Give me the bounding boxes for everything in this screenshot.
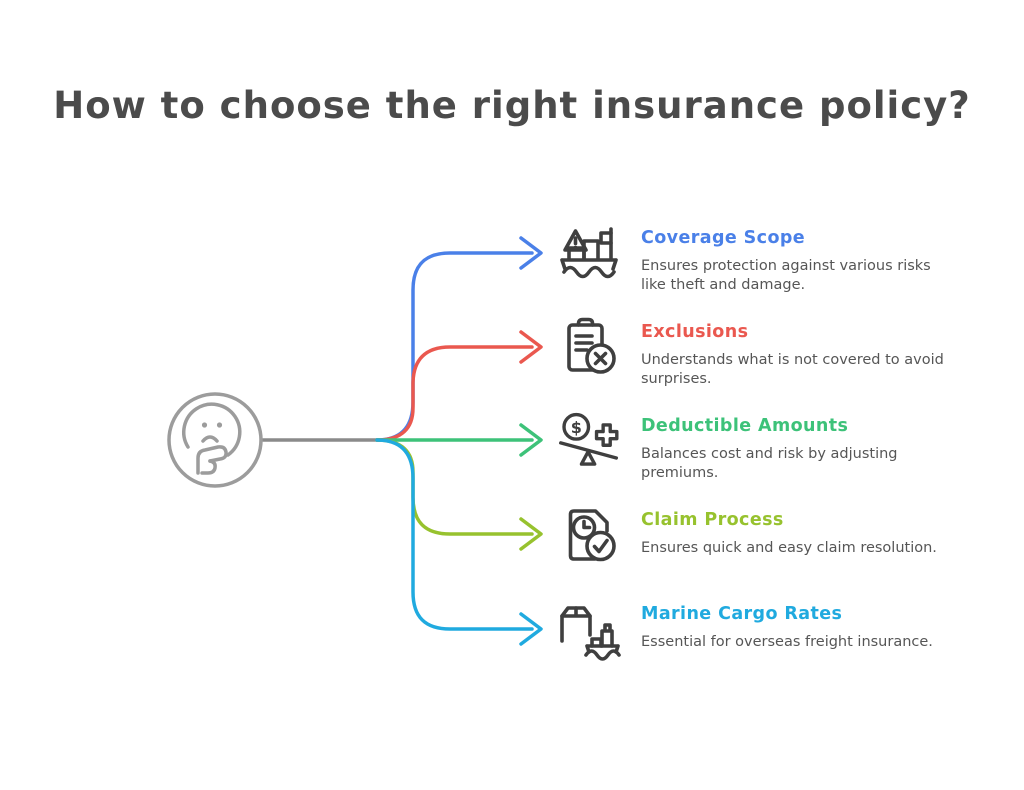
branch-label: Deductible Amounts bbox=[641, 416, 849, 436]
arrowhead-marine bbox=[519, 612, 543, 646]
branch-marine-cargo-rates: Marine Cargo Rates Essential for oversea… bbox=[556, 594, 966, 662]
branch-label: Exclusions bbox=[641, 322, 749, 342]
branch-description: Ensures quick and easy claim resolution. bbox=[641, 540, 937, 556]
branch-description: Understands what is not covered to avoid… bbox=[641, 352, 944, 387]
document-clock-check-icon bbox=[568, 509, 616, 562]
branch-exclusions: Exclusions Understands what is not cover… bbox=[556, 312, 966, 389]
branch-line-claim bbox=[375, 438, 534, 536]
package-ship-icon bbox=[560, 606, 621, 661]
branch-claim-process: Claim Process Ensures quick and easy cla… bbox=[556, 500, 966, 568]
page-title: How to choose the right insurance policy… bbox=[53, 84, 971, 127]
dollar-balance-plus-icon: $ bbox=[559, 412, 619, 466]
branch-label: Coverage Scope bbox=[641, 228, 806, 248]
branch-line-exclusions bbox=[375, 345, 534, 442]
clipboard-x-icon bbox=[567, 317, 616, 374]
branch-description: Balances cost and risk by adjusting prem… bbox=[641, 446, 898, 481]
svg-text:$: $ bbox=[571, 418, 582, 437]
branch-description: Ensures protection against various risks… bbox=[641, 258, 931, 293]
cargo-ship-warning-icon bbox=[560, 227, 618, 279]
arrowhead-deductible bbox=[519, 423, 543, 457]
branch-description: Essential for overseas freight insurance… bbox=[641, 634, 933, 650]
branch-deductible-amounts: $ Deductible Amounts Balances cost and r… bbox=[556, 406, 966, 483]
branch-line-marine bbox=[375, 438, 534, 631]
arrowhead-claim bbox=[519, 517, 543, 551]
thinking-face-icon bbox=[167, 392, 263, 488]
arrowhead-exclusions bbox=[519, 330, 543, 364]
branch-label: Marine Cargo Rates bbox=[641, 604, 843, 624]
arrowhead-coverage bbox=[519, 236, 543, 270]
branch-label: Claim Process bbox=[641, 510, 784, 530]
branch-coverage-scope: Coverage Scope Ensures protection agains… bbox=[556, 218, 966, 295]
